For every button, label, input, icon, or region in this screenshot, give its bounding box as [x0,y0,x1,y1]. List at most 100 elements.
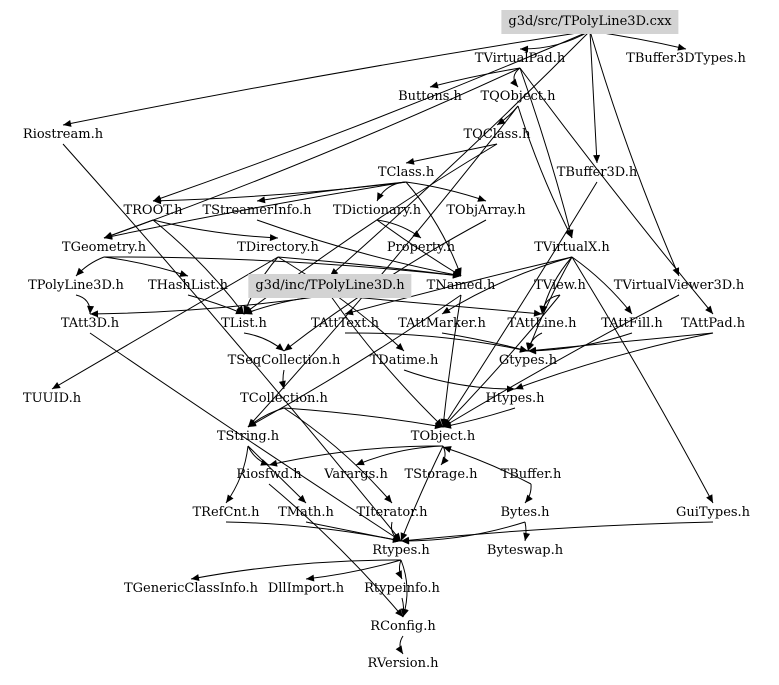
node-htypes[interactable]: Htypes.h [485,391,545,406]
node-guitypes[interactable]: GuiTypes.h [675,505,751,520]
arrowhead-icon [497,117,506,125]
arrowhead-icon [392,533,401,541]
node-tvirtualpad[interactable]: TVirtualPad.h [474,51,566,66]
edge-tgeometry-to-tnamed [103,256,462,277]
arrowhead-icon [400,608,408,617]
node-tmath[interactable]: TMath.h [278,505,334,520]
node-inc[interactable]: g3d/inc/TPolyLine3D.h [248,274,412,298]
node-tpolyline3dh[interactable]: TPolyLine3D.h [28,278,124,293]
edge-inc-to-tobject [329,294,444,428]
edge-src-to-riostream [62,30,591,126]
node-byteswap[interactable]: Byteswap.h [486,543,564,558]
node-tdatime[interactable]: TDatime.h [369,353,439,368]
node-tvirtualviewer3d[interactable]: TVirtualViewer3D.h [613,278,745,293]
edge-tstreamerinfo-to-tnamed [256,219,462,277]
node-tdictionary[interactable]: TDictionary.h [332,203,422,218]
node-tstring[interactable]: TString.h [216,429,280,444]
node-tbuffer[interactable]: TBuffer.h [500,467,562,482]
node-tqclass[interactable]: TQClass.h [463,127,531,142]
node-tdirectory[interactable]: TDirectory.h [237,240,319,255]
node-rtypeinfo[interactable]: Rtypeinfo.h [364,581,440,596]
node-gtypes[interactable]: Gtypes.h [498,353,558,368]
edge-tdatime-to-htypes [403,369,516,390]
node-tclass[interactable]: TClass.h [377,165,435,180]
node-tcollection[interactable]: TCollection.h [240,391,328,406]
node-rconfig[interactable]: RConfig.h [370,619,436,634]
arrowhead-icon [401,536,410,544]
node-tobject[interactable]: TObject.h [410,429,476,444]
node-tlist[interactable]: TList.h [221,316,267,331]
edge-troot-to-tlist [152,219,245,315]
node-tatt3d[interactable]: TAtt3D.h [60,316,120,331]
arrowhead-icon [672,267,680,276]
node-buttons[interactable]: Buttons.h [398,89,462,104]
arrowhead-icon [406,157,415,165]
arrowhead-icon [565,229,572,238]
edge-tclass-to-tstreamerinfo [256,181,407,202]
edge-tclass-to-tobjarray [405,181,487,202]
arrowhead-icon [153,197,162,205]
node-tstorage[interactable]: TStorage.h [404,467,478,482]
node-tview[interactable]: TView.h [534,278,586,293]
node-dllimport[interactable]: DllImport.h [267,581,345,596]
node-tvirtualx[interactable]: TVirtualX.h [534,240,610,255]
node-tbuffer3d[interactable]: TBuffer3D.h [556,165,638,180]
node-riostream[interactable]: Riostream.h [22,127,104,142]
node-rversion[interactable]: RVersion.h [367,656,439,671]
arrowhead-icon [104,231,113,239]
edge-bytes-to-rtypes [400,521,526,542]
node-trefcnt[interactable]: TRefCnt.h [192,505,260,520]
node-thashlist[interactable]: THashList.h [148,278,228,293]
node-bytes[interactable]: Bytes.h [500,505,550,520]
arrowhead-icon [624,305,632,314]
node-src[interactable]: g3d/src/TPolyLine3D.cxx [501,10,679,34]
arrowhead-icon [356,458,365,466]
node-tnamed[interactable]: TNamed.h [426,278,496,293]
arrowhead-icon [345,308,354,316]
node-tqobject[interactable]: TQObject.h [480,89,556,104]
arrowhead-icon [191,574,200,581]
edge-src-to-inc [329,30,591,277]
node-tobjarray[interactable]: TObjArray.h [446,203,526,218]
edge-troot-to-tdirectory [152,219,279,239]
node-tbuffer3dtypes[interactable]: TBuffer3DTypes.h [626,51,746,66]
edge-tclass-to-tnamed [405,181,462,277]
edge-tclass-to-tgeometry [103,181,407,239]
node-tgeometry[interactable]: TGeometry.h [61,240,147,255]
node-rtypes[interactable]: Rtypes.h [372,543,430,558]
node-tattpad[interactable]: TAttPad.h [680,316,746,331]
arrowhead-icon [306,574,315,582]
arrowhead-icon [395,645,403,654]
arrowhead-icon [236,305,244,314]
node-titerator[interactable]: TIterator.h [356,505,428,520]
node-tstreamerinfo[interactable]: TStreamerInfo.h [202,203,312,218]
node-riosfwd[interactable]: Riosfwd.h [236,467,302,482]
arrowhead-icon [442,306,451,314]
node-tseqcollection[interactable]: TSeqCollection.h [227,353,341,368]
node-troot[interactable]: TROOT.h [123,203,183,218]
arrowhead-icon [434,422,443,430]
edge-tvirtualx-to-guitypes [571,256,714,504]
edge-rtypes-to-tgenericclassinfo [190,559,402,580]
edge-tattpad-to-htypes [514,332,714,390]
node-tattmarker[interactable]: TAttMarker.h [398,316,486,331]
arrowhead-icon [705,305,713,314]
node-varargs[interactable]: Varargs.h [324,467,388,482]
edge-tbuffer-to-tobject [442,446,532,485]
arrowhead-icon [443,446,452,453]
arrowhead-icon [515,382,524,390]
node-tatttext[interactable]: TAttText.h [311,316,379,331]
arrowhead-icon [284,343,293,351]
node-tgenericclassinfo[interactable]: TGenericClassInfo.h [123,581,259,596]
arrowhead-icon [506,385,515,393]
edges-layer [51,30,714,655]
node-property[interactable]: Property.h [386,240,456,255]
edge-tclass-to-troot [152,181,407,202]
node-tattline[interactable]: TAttLine.h [507,316,577,331]
node-tuuid[interactable]: TUUID.h [22,391,82,406]
arrowhead-icon [477,195,486,202]
arrowhead-icon [412,230,421,238]
arrowhead-icon [269,459,278,467]
node-tattfill[interactable]: TAttFill.h [601,316,663,331]
edge-tmath-to-rtypes [305,521,402,542]
